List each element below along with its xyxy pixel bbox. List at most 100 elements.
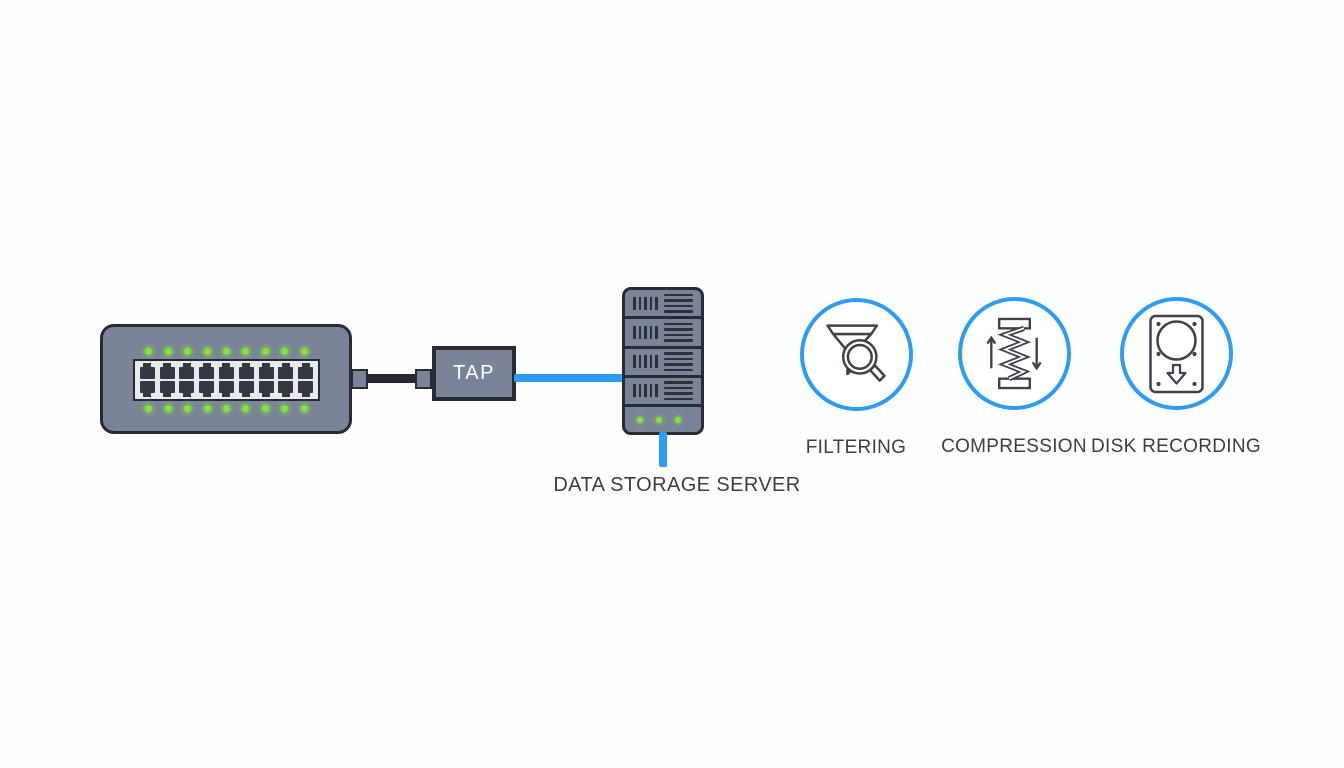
led-indicator [203, 347, 211, 355]
switch-port-panel [133, 359, 320, 401]
drive-slot-line [663, 368, 693, 372]
server-unit [625, 290, 701, 320]
drive-slot-line [663, 328, 693, 331]
drive-slot-line [663, 293, 693, 297]
led-indicator [184, 347, 192, 355]
vent-bar [644, 355, 647, 369]
vent-bar [644, 325, 647, 339]
server-label: DATA STORAGE SERVER [553, 474, 801, 496]
led-indicator [281, 347, 289, 355]
server-unit [625, 319, 701, 349]
ethernet-port [218, 380, 234, 397]
ethernet-port [139, 363, 155, 380]
ethernet-port [238, 363, 254, 380]
led-indicator [222, 404, 230, 412]
vent-bar [644, 296, 647, 310]
ethernet-port [159, 380, 175, 397]
spring-compression-icon [985, 317, 1043, 390]
vent-bar [649, 355, 652, 369]
vent-bars [633, 325, 658, 339]
data-storage-server [622, 287, 704, 435]
ethernet-port [199, 380, 215, 397]
server-units [625, 290, 701, 407]
vent-bar [649, 384, 652, 398]
drive-slot-line [663, 352, 693, 355]
drive-slot-lines [663, 322, 693, 342]
cable-connector-right [415, 369, 432, 389]
drive-slot-line [663, 322, 693, 326]
led-indicator [261, 404, 269, 412]
feature-filtering: FILTERING [776, 298, 936, 459]
led-indicator [242, 404, 250, 412]
switch-led-row-bottom [133, 404, 320, 412]
drive-slot-line [663, 339, 693, 342]
vent-bars [633, 355, 658, 369]
led-indicator [164, 347, 172, 355]
ethernet-port [298, 380, 314, 397]
feature-compression: COMPRESSION [934, 297, 1094, 458]
ethernet-port [218, 363, 234, 380]
switch-port-row-bottom [135, 380, 318, 398]
led-indicator [261, 347, 269, 355]
vent-bar [655, 355, 658, 369]
drive-slot-line [663, 299, 693, 302]
server-unit [625, 349, 701, 378]
vent-bar [638, 355, 641, 369]
switch-led-row-top [133, 347, 320, 355]
led-indicator [145, 347, 153, 355]
led-indicator [300, 404, 308, 412]
ethernet-port [238, 380, 254, 397]
vent-bar [633, 296, 636, 310]
vent-bar [638, 296, 641, 310]
vent-bar [638, 384, 641, 398]
ethernet-port [278, 363, 294, 380]
ethernet-port [258, 380, 274, 397]
patch-cable [366, 374, 418, 383]
compression-label: COMPRESSION [941, 436, 1087, 457]
drive-slot-line [663, 357, 693, 361]
led-indicator [203, 404, 211, 412]
tap-label: TAP [453, 362, 495, 384]
status-led [675, 416, 681, 423]
ethernet-port [258, 363, 274, 380]
led-indicator [145, 404, 153, 412]
server-downlink-cable [659, 432, 667, 467]
ethernet-port [179, 363, 195, 380]
ethernet-port [179, 380, 195, 397]
drive-slot-line [663, 392, 693, 395]
disk-recording-label: DISK RECORDING [1091, 436, 1261, 457]
drive-slot-line [663, 310, 693, 313]
drive-slot-line [663, 304, 693, 308]
server-status-leds [625, 407, 701, 432]
vent-bars [633, 384, 658, 398]
ethernet-port [298, 363, 314, 380]
feature-disk-recording: DISK RECORDING [1076, 297, 1276, 458]
drive-slot-lines [663, 381, 693, 401]
led-indicator [242, 347, 250, 355]
vent-bar [633, 355, 636, 369]
network-switch [100, 324, 352, 434]
led-indicator [300, 347, 308, 355]
vent-bar [633, 325, 636, 339]
switch-port-row-top [135, 362, 318, 380]
vent-bar [649, 325, 652, 339]
drive-slot-lines [663, 293, 693, 313]
led-indicator [281, 404, 289, 412]
ethernet-port [159, 363, 175, 380]
led-indicator [222, 347, 230, 355]
vent-bars [633, 296, 658, 310]
filtering-label: FILTERING [805, 437, 907, 458]
vent-bar [655, 296, 658, 310]
disk-recording-badge [1119, 297, 1233, 410]
drive-slot-line [663, 381, 693, 384]
funnel-magnifier-icon [823, 318, 889, 392]
server-unit [625, 378, 701, 407]
hard-drive-icon [1148, 314, 1205, 394]
vent-bar [649, 296, 652, 310]
led-indicator [164, 404, 172, 412]
compression-badge [957, 297, 1071, 410]
vent-bar [638, 325, 641, 339]
ethernet-port [139, 380, 155, 397]
vent-bar [655, 384, 658, 398]
